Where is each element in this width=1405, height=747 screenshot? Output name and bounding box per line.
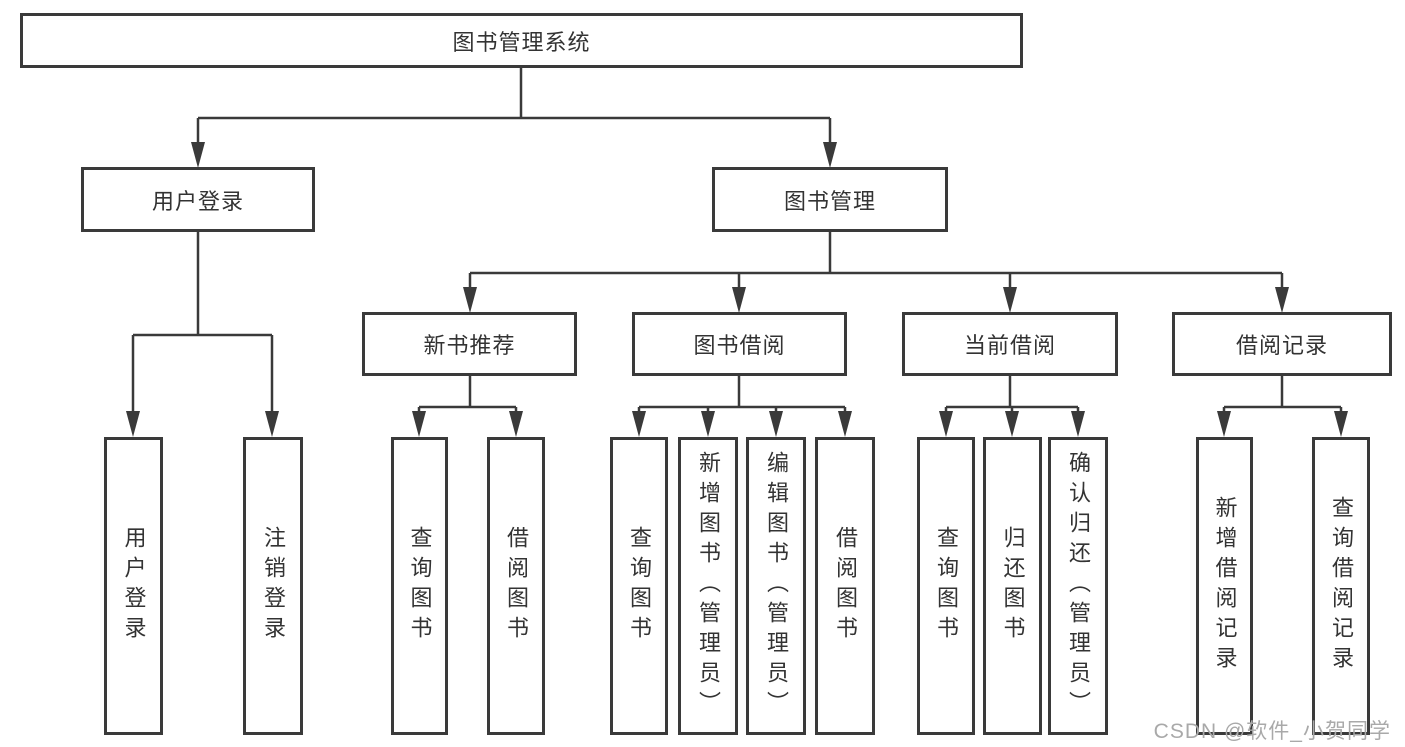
leaf-current-confirm-return-admin: 确认归还（管理员） bbox=[1048, 437, 1108, 735]
leaf-logout-login: 注销登录 bbox=[243, 437, 303, 735]
node-label: 查询图书 bbox=[934, 526, 959, 646]
node-label: 图书借阅 bbox=[693, 333, 786, 358]
node-label: 注销登录 bbox=[261, 526, 286, 646]
node-label: 用户登录 bbox=[151, 188, 244, 214]
node-label: 图书管理系统 bbox=[452, 29, 591, 55]
node-label: 新增借阅记录 bbox=[1212, 496, 1238, 676]
node-borrow-records: 借阅记录 bbox=[1172, 312, 1392, 376]
node-label: 图书管理 bbox=[783, 188, 876, 214]
node-label: 用户登录 bbox=[121, 526, 147, 646]
node-label: 查询图书 bbox=[627, 526, 652, 646]
leaf-borrow-borrow-books: 借阅图书 bbox=[815, 437, 875, 735]
node-label: 查询图书 bbox=[407, 526, 433, 646]
node-current-borrow: 当前借阅 bbox=[902, 312, 1118, 376]
node-label: 新书推荐 bbox=[423, 333, 516, 358]
leaf-newbook-query-books: 查询图书 bbox=[391, 437, 448, 735]
node-label: 借阅记录 bbox=[1235, 333, 1328, 358]
node-label: 归还图书 bbox=[1000, 526, 1026, 646]
watermark: CSDN @软件_小贺同学 bbox=[1153, 720, 1391, 743]
node-book-borrow: 图书借阅 bbox=[632, 312, 847, 376]
leaf-records-add-record: 新增借阅记录 bbox=[1196, 437, 1253, 735]
node-label: 借阅图书 bbox=[833, 526, 858, 646]
leaf-user-login: 用户登录 bbox=[104, 437, 163, 735]
node-label: 确认归还（管理员） bbox=[1066, 451, 1091, 721]
node-label: 借阅图书 bbox=[504, 526, 529, 646]
node-book-management: 图书管理 bbox=[712, 167, 948, 232]
leaf-records-query-record: 查询借阅记录 bbox=[1312, 437, 1370, 735]
node-label: 当前借阅 bbox=[963, 333, 1056, 358]
node-label: 编辑图书（管理员） bbox=[764, 451, 789, 721]
node-label: 查询借阅记录 bbox=[1329, 496, 1354, 676]
leaf-borrow-query-books: 查询图书 bbox=[610, 437, 668, 735]
leaf-borrow-add-books-admin: 新增图书（管理员） bbox=[678, 437, 738, 735]
node-new-book-recommend: 新书推荐 bbox=[362, 312, 577, 376]
leaf-current-query-books: 查询图书 bbox=[917, 437, 975, 735]
node-label: 新增图书（管理员） bbox=[696, 451, 721, 721]
node-user-login: 用户登录 bbox=[81, 167, 315, 232]
leaf-borrow-edit-books-admin: 编辑图书（管理员） bbox=[746, 437, 806, 735]
leaf-newbook-borrow-books: 借阅图书 bbox=[487, 437, 545, 735]
leaf-current-return-books: 归还图书 bbox=[983, 437, 1042, 735]
node-library-system: 图书管理系统 bbox=[20, 13, 1023, 68]
